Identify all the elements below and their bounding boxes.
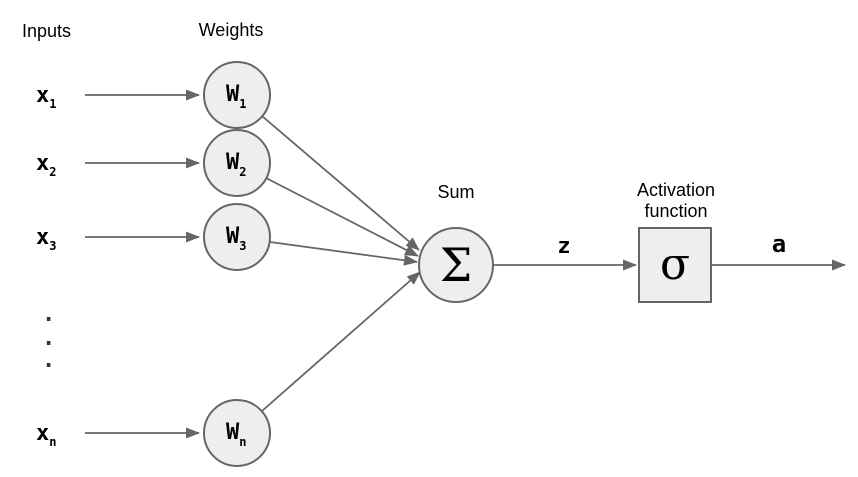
input-label-x1: x1 [36, 83, 56, 111]
weights-label: Weights [199, 20, 264, 40]
input-x1-base: x [36, 83, 49, 108]
weight-node-2 [203, 129, 271, 197]
input-label-xn: xn [36, 421, 56, 449]
sum-symbol: Σ [440, 238, 473, 292]
activation-label-line1: Activation [637, 180, 715, 200]
weight-to-sum-connector-3 [269, 241, 418, 266]
weight-to-sum-connector-1 [261, 115, 420, 251]
weight-w3-sub: 3 [239, 239, 246, 253]
weight-wn-base: W [226, 420, 240, 445]
weight-w1-base: W [226, 82, 240, 107]
weight-to-sum-connector-2 [265, 177, 419, 257]
ellipsis-dot-2: . [42, 326, 55, 351]
activation-box [638, 227, 712, 303]
weight-node-1 [203, 61, 271, 129]
activation-symbol: σ [660, 239, 690, 290]
sum-label: Sum [437, 182, 474, 202]
input-label-x3: x3 [36, 225, 56, 253]
a-label: a [772, 230, 786, 258]
weight-to-sum-connector-n [261, 271, 421, 412]
input-label-x2: x2 [36, 151, 56, 179]
z-label: z [557, 234, 570, 259]
inputs-label: Inputs [22, 21, 71, 41]
weight-w2-base: W [226, 150, 240, 175]
input-x3-base: x [36, 225, 49, 250]
weight-wn-sub: n [239, 435, 246, 449]
input-x1-sub: 1 [49, 97, 56, 111]
activation-label-line2: function [644, 201, 707, 221]
input-x2-base: x [36, 151, 49, 176]
ellipsis-dot-1: . [42, 302, 55, 327]
weight-w3-base: W [226, 224, 240, 249]
input-x2-sub: 2 [49, 165, 56, 179]
input-xn-base: x [36, 421, 49, 446]
weight-node-3 [203, 203, 271, 271]
weight-node-n [203, 399, 271, 467]
weight-label-w1: W1 [226, 82, 246, 111]
weight-label-w3: W3 [226, 224, 246, 253]
ellipsis-dot-3: . [42, 348, 55, 373]
weight-label-wn: Wn [226, 420, 246, 449]
input-xn-sub: n [49, 435, 56, 449]
weight-w1-sub: 1 [239, 97, 246, 111]
weight-label-w2: W2 [226, 150, 246, 179]
input-x3-sub: 3 [49, 239, 56, 253]
weight-w2-sub: 2 [239, 165, 246, 179]
